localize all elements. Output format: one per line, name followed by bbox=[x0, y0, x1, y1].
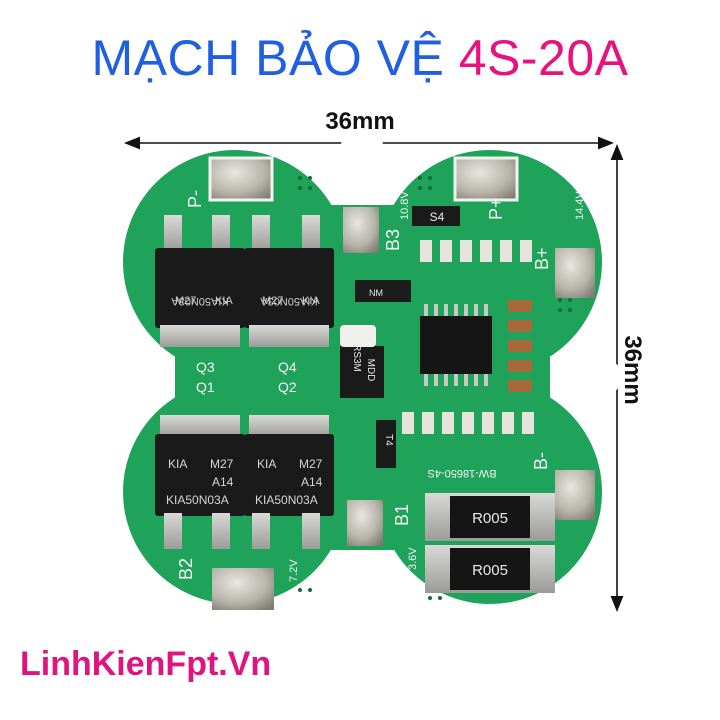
rs3m-label: RS3M bbox=[351, 344, 362, 372]
t4-label: T4 bbox=[383, 434, 394, 446]
mosfet-q3: KIA50N03A M27 KIA bbox=[155, 215, 245, 347]
p-minus-pad bbox=[208, 156, 274, 202]
label-q4: Q4 bbox=[278, 359, 297, 375]
model-label: BW-18650-4S bbox=[428, 467, 497, 479]
label-p-plus: P+ bbox=[486, 197, 506, 220]
label-14-4v: 14.4V bbox=[574, 191, 586, 220]
label-10-8v: 10.8V bbox=[399, 191, 411, 220]
mosfet-bottom-right: KIA M27 A14 KIA50N03A bbox=[244, 415, 334, 549]
shunt-resistor-2: R005 bbox=[425, 545, 555, 593]
mosfet-q4: KIA50N03A M27 KIA bbox=[244, 215, 334, 347]
mosfet-bl-text-3: A14 bbox=[212, 475, 234, 489]
mosfet-br-text-3: A14 bbox=[301, 475, 323, 489]
p-plus-pad bbox=[453, 156, 519, 202]
title-part1: MẠCH BẢO VỆ bbox=[91, 30, 459, 86]
smd-components: S4 NM MDD RS3M T4 BW-18650-4S bbox=[340, 206, 534, 479]
mosfet-br-text-1: KIA bbox=[257, 457, 276, 471]
b1-pad bbox=[347, 500, 383, 546]
mosfet-br-text-4: KIA50N03A bbox=[255, 493, 318, 507]
b3-pad bbox=[343, 207, 379, 253]
mdd-label: MDD bbox=[365, 359, 376, 382]
label-b-minus: B- bbox=[531, 452, 551, 470]
b-plus-pad bbox=[555, 248, 595, 298]
mosfet-bl-text-1: KIA bbox=[168, 457, 187, 471]
label-7-2v: 7.2V bbox=[288, 559, 300, 582]
label-b3: B3 bbox=[383, 229, 403, 251]
mosfet-q4-text-2: M27 bbox=[262, 295, 283, 307]
label-b-plus: B+ bbox=[532, 247, 552, 270]
b-minus-pad bbox=[555, 470, 595, 520]
mosfet-br-text-2: M27 bbox=[299, 457, 323, 471]
mosfet-q4-text-1: KIA50N03A bbox=[260, 295, 318, 307]
mosfet-q3-text-2: M27 bbox=[175, 295, 196, 307]
label-q3: Q3 bbox=[196, 359, 215, 375]
label-3-6v: 3.6V bbox=[407, 547, 419, 570]
brand-watermark: LinhKienFpt.Vn bbox=[20, 645, 272, 683]
shunt-2-label: R005 bbox=[472, 562, 508, 579]
mosfet-bl-text-2: M27 bbox=[210, 457, 234, 471]
shunt-1-label: R005 bbox=[472, 510, 508, 527]
mosfet-bl-text-4: KIA50N03A bbox=[166, 493, 229, 507]
label-b2: B2 bbox=[176, 558, 196, 580]
title-part2: 4S-20A bbox=[458, 30, 629, 86]
label-q1: Q1 bbox=[196, 379, 215, 395]
nm-label: NM bbox=[369, 288, 383, 298]
page-title: MẠCH BẢO VỆ 4S-20A bbox=[0, 28, 720, 88]
shunt-resistor-1: R005 bbox=[425, 493, 555, 541]
s4-label: S4 bbox=[430, 210, 445, 224]
mosfet-q3-text-3: KIA bbox=[215, 295, 233, 307]
label-p-minus: P- bbox=[185, 190, 205, 208]
mosfet-q3-text-1: KIA50N03A bbox=[171, 295, 229, 307]
b2-pad bbox=[212, 568, 274, 610]
label-b1: B1 bbox=[392, 504, 412, 526]
mosfet-bottom-left: KIA M27 A14 KIA50N03A bbox=[155, 415, 245, 549]
mosfet-q4-text-3: KIA bbox=[302, 295, 320, 307]
label-q2: Q2 bbox=[278, 379, 297, 395]
